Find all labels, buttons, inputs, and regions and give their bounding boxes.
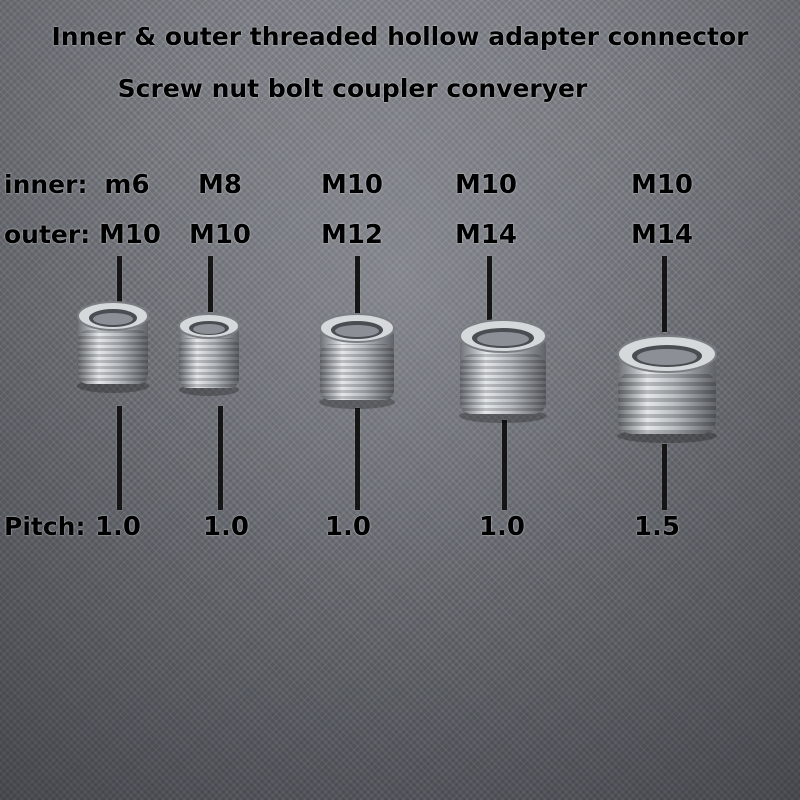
adapter-3-lower-line <box>355 408 360 510</box>
adapter-4-pitch: 1.0 <box>478 512 526 542</box>
adapter-2-upper-line <box>208 256 213 312</box>
adapter-1-lower-line <box>117 406 122 510</box>
adapter-3-nut <box>316 312 398 409</box>
adapter-4-outer-size: M14 <box>454 220 518 250</box>
adapter-5-inner-size: M10 <box>630 170 694 200</box>
adapter-2-inner-size: M8 <box>198 170 242 200</box>
pitch-row-label: Pitch: <box>4 512 86 541</box>
adapter-2-pitch: 1.0 <box>202 512 250 542</box>
adapter-3-outer-size: M12 <box>320 220 384 250</box>
adapter-5-nut <box>614 334 720 443</box>
adapter-5-pitch: 1.5 <box>633 512 681 542</box>
adapter-1-inner-size: m6 <box>104 170 150 200</box>
adapter-1-upper-line <box>117 256 122 304</box>
adapter-1-outer-size: M10 <box>98 220 162 250</box>
adapter-1-nut <box>74 300 152 393</box>
title-line-1: Inner & outer threaded hollow adapter co… <box>51 22 749 51</box>
adapter-5-outer-size: M14 <box>630 220 694 250</box>
adapter-3-upper-line <box>355 256 360 314</box>
adapter-5-upper-line <box>662 256 667 332</box>
inner-row-label: inner: <box>4 170 88 199</box>
adapter-3-inner-size: M10 <box>320 170 384 200</box>
adapter-1-pitch: 1.0 <box>94 512 142 542</box>
adapter-4-upper-line <box>487 256 492 320</box>
adapter-4-lower-line <box>502 420 507 510</box>
title-line-2: Screw nut bolt coupler converyer <box>117 74 588 103</box>
adapter-3-pitch: 1.0 <box>324 512 372 542</box>
adapter-2-outer-size: M10 <box>188 220 252 250</box>
outer-row-label: outer: <box>4 220 91 249</box>
adapter-4-inner-size: M10 <box>454 170 518 200</box>
adapter-2-lower-line <box>218 406 223 510</box>
adapter-4-nut <box>456 318 550 423</box>
adapter-2-nut <box>176 312 242 396</box>
adapter-5-lower-line <box>662 444 667 510</box>
